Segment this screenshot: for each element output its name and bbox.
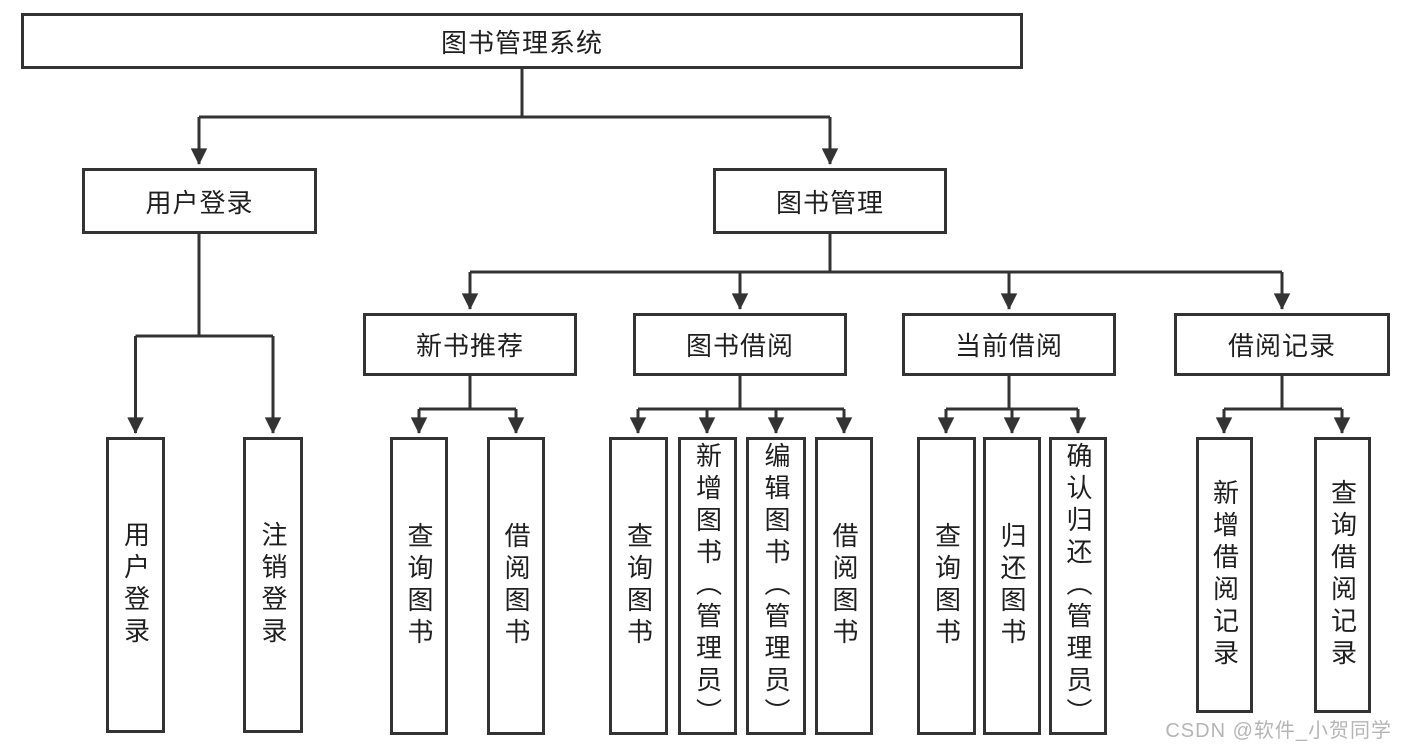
node-label: 查询图书 [623,522,654,650]
node-label: 确认归还（管理员） [1063,442,1093,730]
node-label: 用户登录 [145,187,254,218]
node-label: 借阅记录 [1227,331,1336,361]
node-label: 图书管理系统 [440,27,603,58]
node-user-login: 用户登录 [82,168,317,234]
node-label: 借阅图书 [501,522,531,650]
node-label: 新增图书（管理员） [692,442,723,730]
node-label: 借阅图书 [829,522,859,650]
leaf-return-books: 归还图书 [983,437,1041,735]
node-label: 新书推荐 [415,331,524,361]
leaf-recommend-query-books: 查询图书 [390,437,448,735]
watermark: CSDN @软件_小贺同学 [1165,720,1392,742]
leaf-user-login: 用户登录 [106,437,165,733]
leaf-confirm-return-admin: 确认归还（管理员） [1049,437,1107,735]
node-book-management: 图书管理 [713,168,947,234]
node-borrowing-records: 借阅记录 [1174,313,1390,376]
leaf-recommend-borrow-books: 借阅图书 [487,437,545,735]
node-new-book-recommendation: 新书推荐 [363,313,577,376]
node-label: 查询图书 [404,522,434,650]
node-label: 图书管理 [775,187,884,218]
leaf-query-borrow-record: 查询借阅记录 [1314,437,1371,713]
node-label: 注销登录 [258,521,288,649]
leaf-current-query-books: 查询图书 [917,437,976,735]
leaf-borrowing-borrow-books: 借阅图书 [815,437,873,735]
node-label: 归还图书 [997,522,1027,650]
leaf-add-borrow-record: 新增借阅记录 [1196,437,1253,713]
leaf-borrowing-query-books: 查询图书 [609,437,668,735]
leaf-edit-books-admin: 编辑图书（管理员） [746,437,806,735]
node-label: 当前借阅 [954,331,1063,361]
node-library-management-system: 图书管理系统 [21,13,1023,69]
node-current-borrowing: 当前借阅 [902,313,1116,376]
node-label: 用户登录 [120,521,151,649]
node-label: 图书借阅 [685,331,794,361]
leaf-logout: 注销登录 [243,437,303,733]
node-label: 新增借阅记录 [1209,479,1240,671]
node-book-borrowing: 图书借阅 [633,313,847,376]
node-label: 编辑图书（管理员） [761,442,791,730]
node-label: 查询图书 [931,522,962,650]
leaf-add-books-admin: 新增图书（管理员） [678,437,737,735]
node-label: 查询借阅记录 [1327,479,1358,671]
